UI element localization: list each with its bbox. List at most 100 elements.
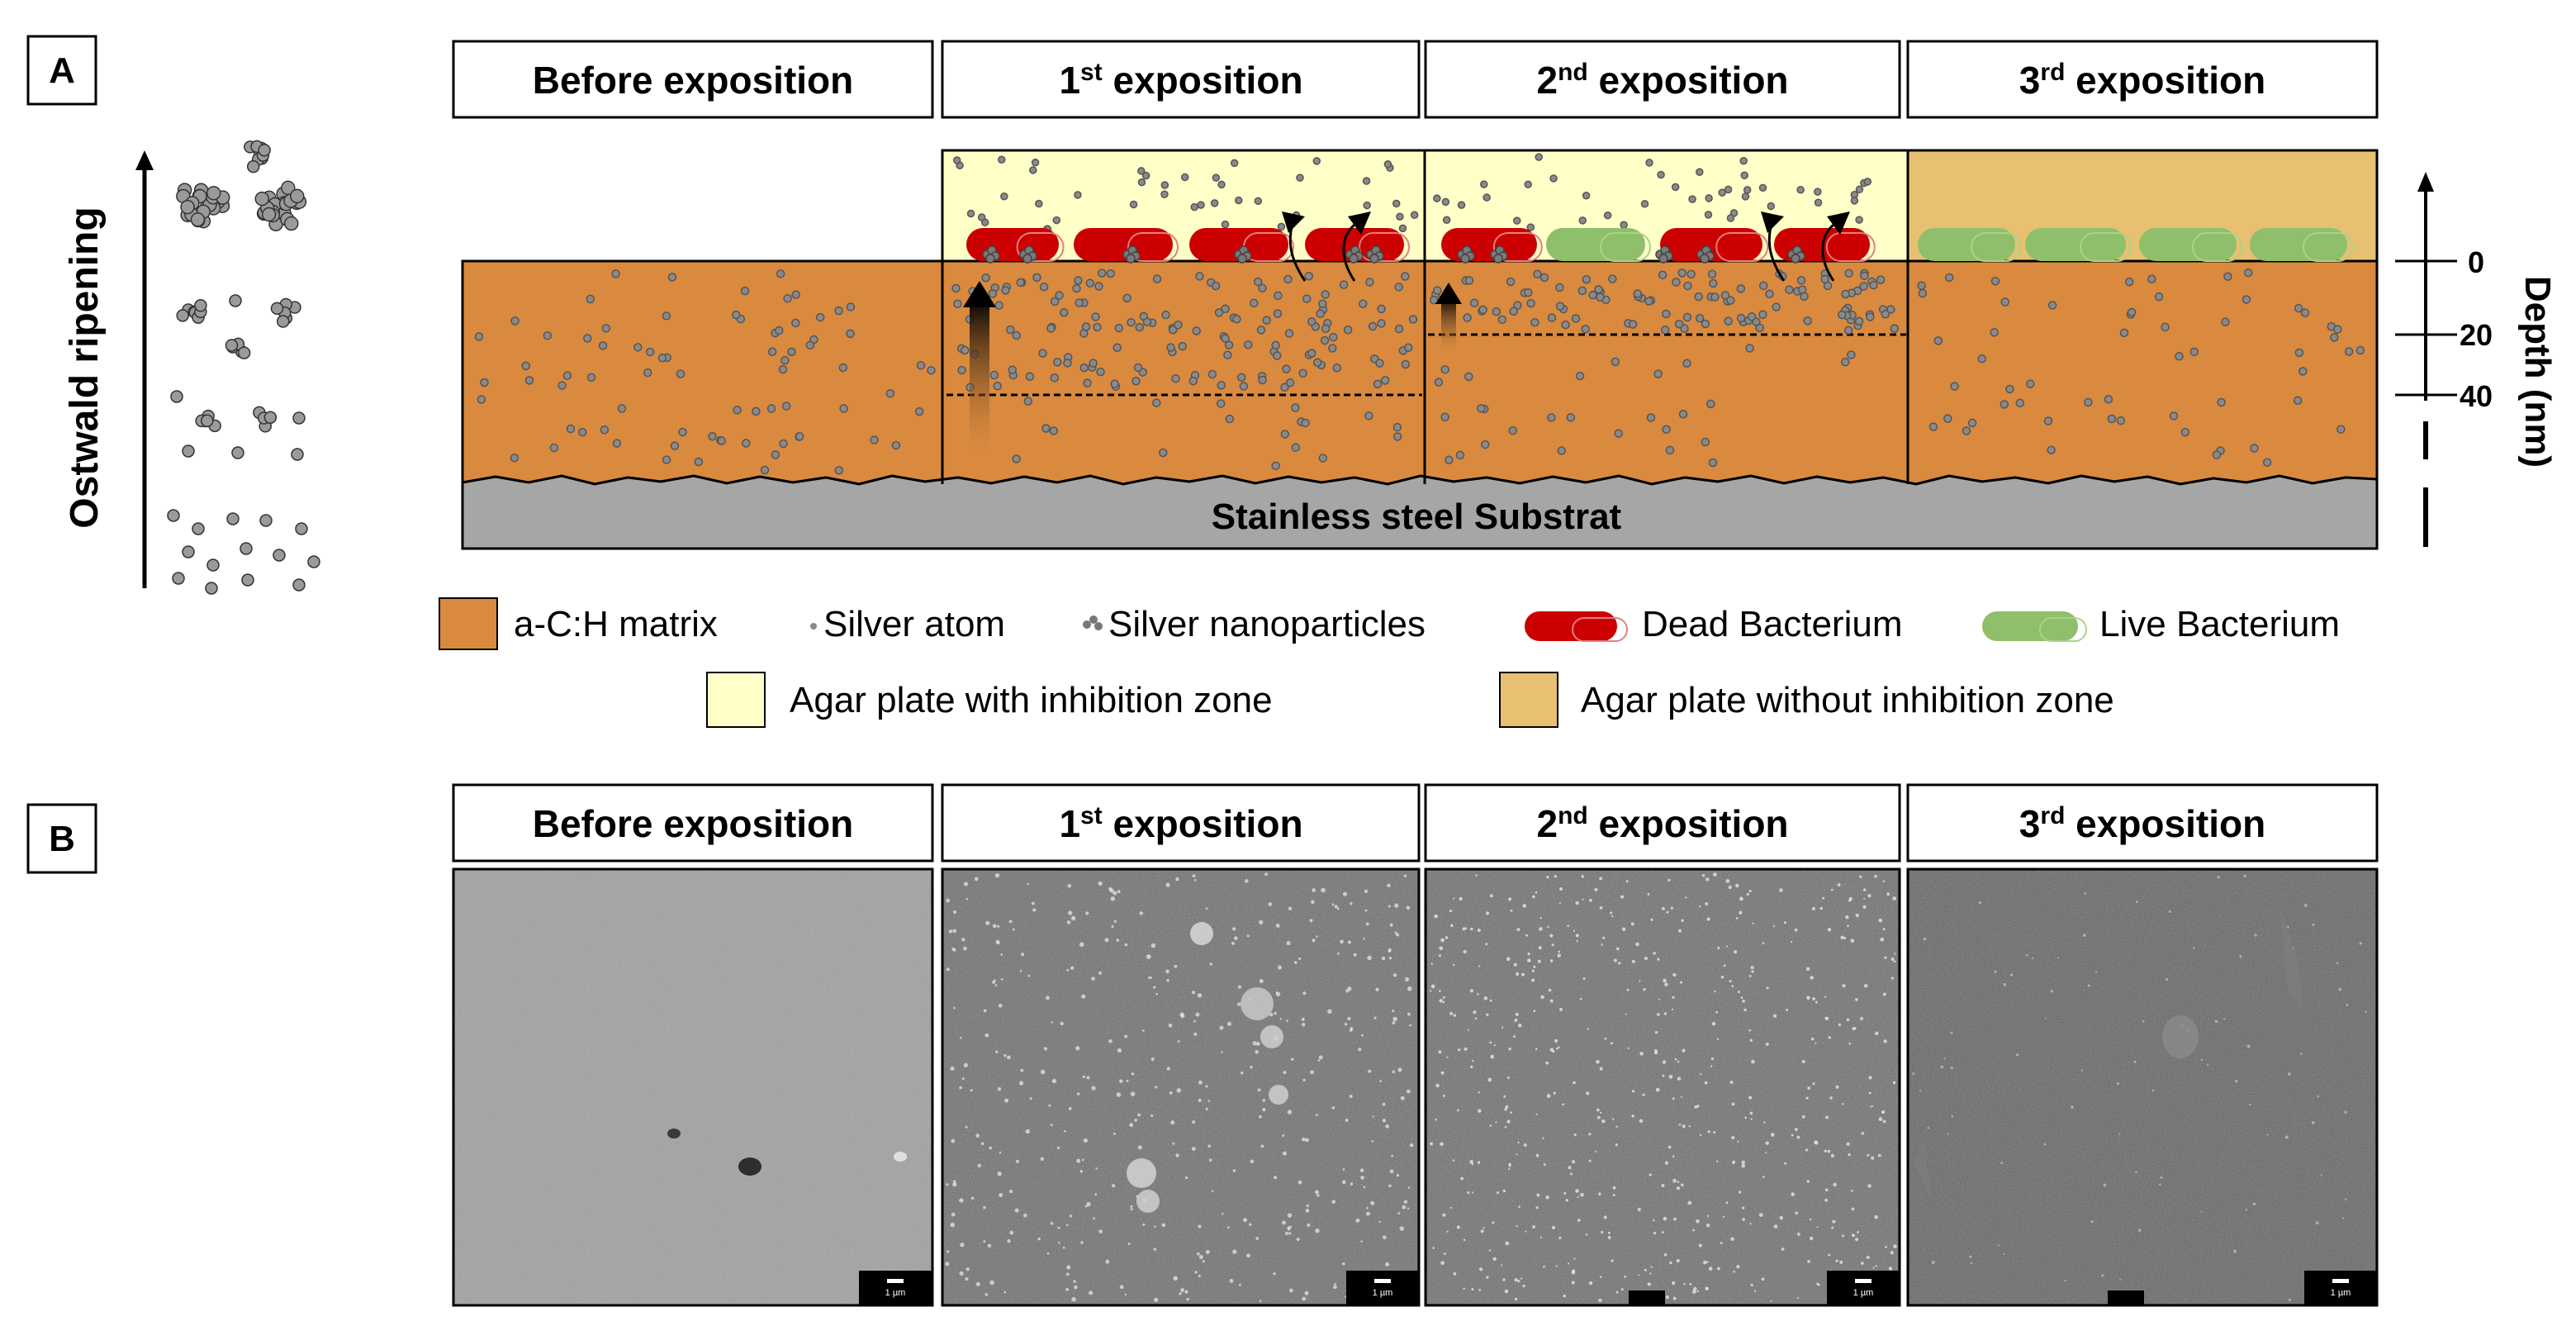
silver-atom <box>1658 254 1668 264</box>
legend-agar-no-inhibition-swatch <box>1499 672 1558 728</box>
silver-atom <box>1608 274 1617 283</box>
silver-atom <box>1707 269 1717 279</box>
silver-atom <box>1363 201 1371 210</box>
silver-atom <box>775 326 784 335</box>
silver-atom <box>1052 216 1061 225</box>
silver-atom <box>1772 302 1781 311</box>
silver-atom <box>1079 363 1089 373</box>
silver-atom <box>1296 173 1304 182</box>
silver-atom <box>176 309 189 322</box>
silver-atom <box>206 186 221 201</box>
silver-atom <box>1291 403 1300 412</box>
silver-atom <box>295 522 308 535</box>
silver-atom <box>291 448 304 461</box>
ostwald-ripening: Ostwald ripening <box>63 140 320 595</box>
legend-matrix-label: a-C:H matrix <box>514 604 718 644</box>
silver-atom <box>167 509 180 522</box>
silver-atom <box>834 466 844 475</box>
silver-atom <box>1509 307 1518 316</box>
header-a-2nd: 2nd exposition <box>1536 59 1788 102</box>
silver-atom <box>617 404 627 413</box>
silver-atom <box>1343 325 1353 335</box>
silver-atom <box>1695 314 1705 323</box>
silver-atom <box>1860 271 1869 281</box>
silver-atom <box>1137 178 1146 187</box>
silver-atom <box>2189 347 2199 357</box>
silver-atom <box>1256 326 1266 335</box>
silver-atom <box>1285 378 1295 387</box>
silver-atom <box>1160 181 1169 189</box>
silver-atom <box>771 450 780 459</box>
sem-image-1st <box>941 867 1421 1307</box>
silver-atom <box>1023 397 1033 406</box>
silver-atom <box>1578 216 1587 225</box>
header-b-2nd: 2nd exposition <box>1536 802 1788 845</box>
ostwald-clusters <box>167 140 320 595</box>
silver-atom <box>1736 313 1746 323</box>
silver-atom <box>1212 173 1221 182</box>
silver-atom <box>1127 318 1136 327</box>
silver-atom <box>1653 369 1663 378</box>
silver-atom <box>1152 398 1161 407</box>
silver-atom <box>1876 275 1886 284</box>
dead-bacterium <box>1074 228 1173 261</box>
silver-atom <box>1682 359 1691 368</box>
silver-atom <box>1235 196 1243 205</box>
silver-atom <box>1097 269 1107 278</box>
silver-atom <box>1396 212 1404 221</box>
silver-atom <box>1244 340 1253 349</box>
legend-atom-label: Silver atom <box>823 604 1005 644</box>
live-bacterium <box>1918 228 2015 261</box>
silver-atom <box>1129 200 1138 209</box>
silver-atom <box>1803 316 1812 326</box>
silver-atom <box>1944 273 1954 283</box>
silver-atom <box>182 444 195 458</box>
silver-atom <box>1377 304 1386 314</box>
silver-atom <box>1843 326 1853 335</box>
silver-atom <box>1174 320 1183 330</box>
silver-atom <box>1049 426 1059 435</box>
silver-atom <box>2005 384 2014 394</box>
silver-atom <box>1133 363 1143 373</box>
silver-atom <box>1089 359 1098 368</box>
silver-atom <box>231 446 244 459</box>
silver-atom <box>1168 325 1178 335</box>
svg-text:1 µm: 1 µm <box>2331 1288 2351 1298</box>
silver-atom <box>240 542 253 555</box>
silver-atom <box>206 558 220 572</box>
silver-atom <box>182 545 195 558</box>
silver-atom <box>292 578 306 592</box>
silver-atom <box>1672 278 1681 287</box>
silver-atom <box>1401 359 1411 369</box>
silver-atom <box>1497 315 1507 325</box>
silver-atom <box>981 273 990 283</box>
dead-bacterium <box>1660 228 1762 261</box>
silver-atom <box>1141 171 1150 180</box>
silver-atom <box>2262 458 2272 467</box>
silver-atom <box>1135 322 1145 332</box>
silver-atom <box>1886 305 1895 314</box>
silver-atom <box>1701 437 1710 447</box>
silver-atom <box>1358 299 1368 309</box>
silver-atom <box>1847 350 1856 359</box>
silver-atom <box>1081 322 1091 331</box>
silver-atom <box>1225 414 1235 424</box>
silver-atom <box>1662 425 1671 435</box>
silver-atom <box>1483 193 1491 202</box>
silver-atom <box>839 404 848 413</box>
svg-text:1 µm: 1 µm <box>885 1288 906 1298</box>
silver-atom <box>988 289 998 298</box>
silver-atom <box>259 514 273 527</box>
silver-atom <box>667 273 677 282</box>
silver-atom <box>1383 160 1392 169</box>
ac-h-matrix <box>461 259 2379 486</box>
silver-atom <box>246 159 260 173</box>
silver-atom <box>1114 323 1123 333</box>
silver-atom <box>1210 199 1219 207</box>
silver-atom <box>1096 367 1105 377</box>
silver-atom <box>1678 410 1688 419</box>
silver-atom <box>2330 333 2339 342</box>
silver-atom <box>2154 292 2164 302</box>
silver-atom <box>1349 254 1359 264</box>
